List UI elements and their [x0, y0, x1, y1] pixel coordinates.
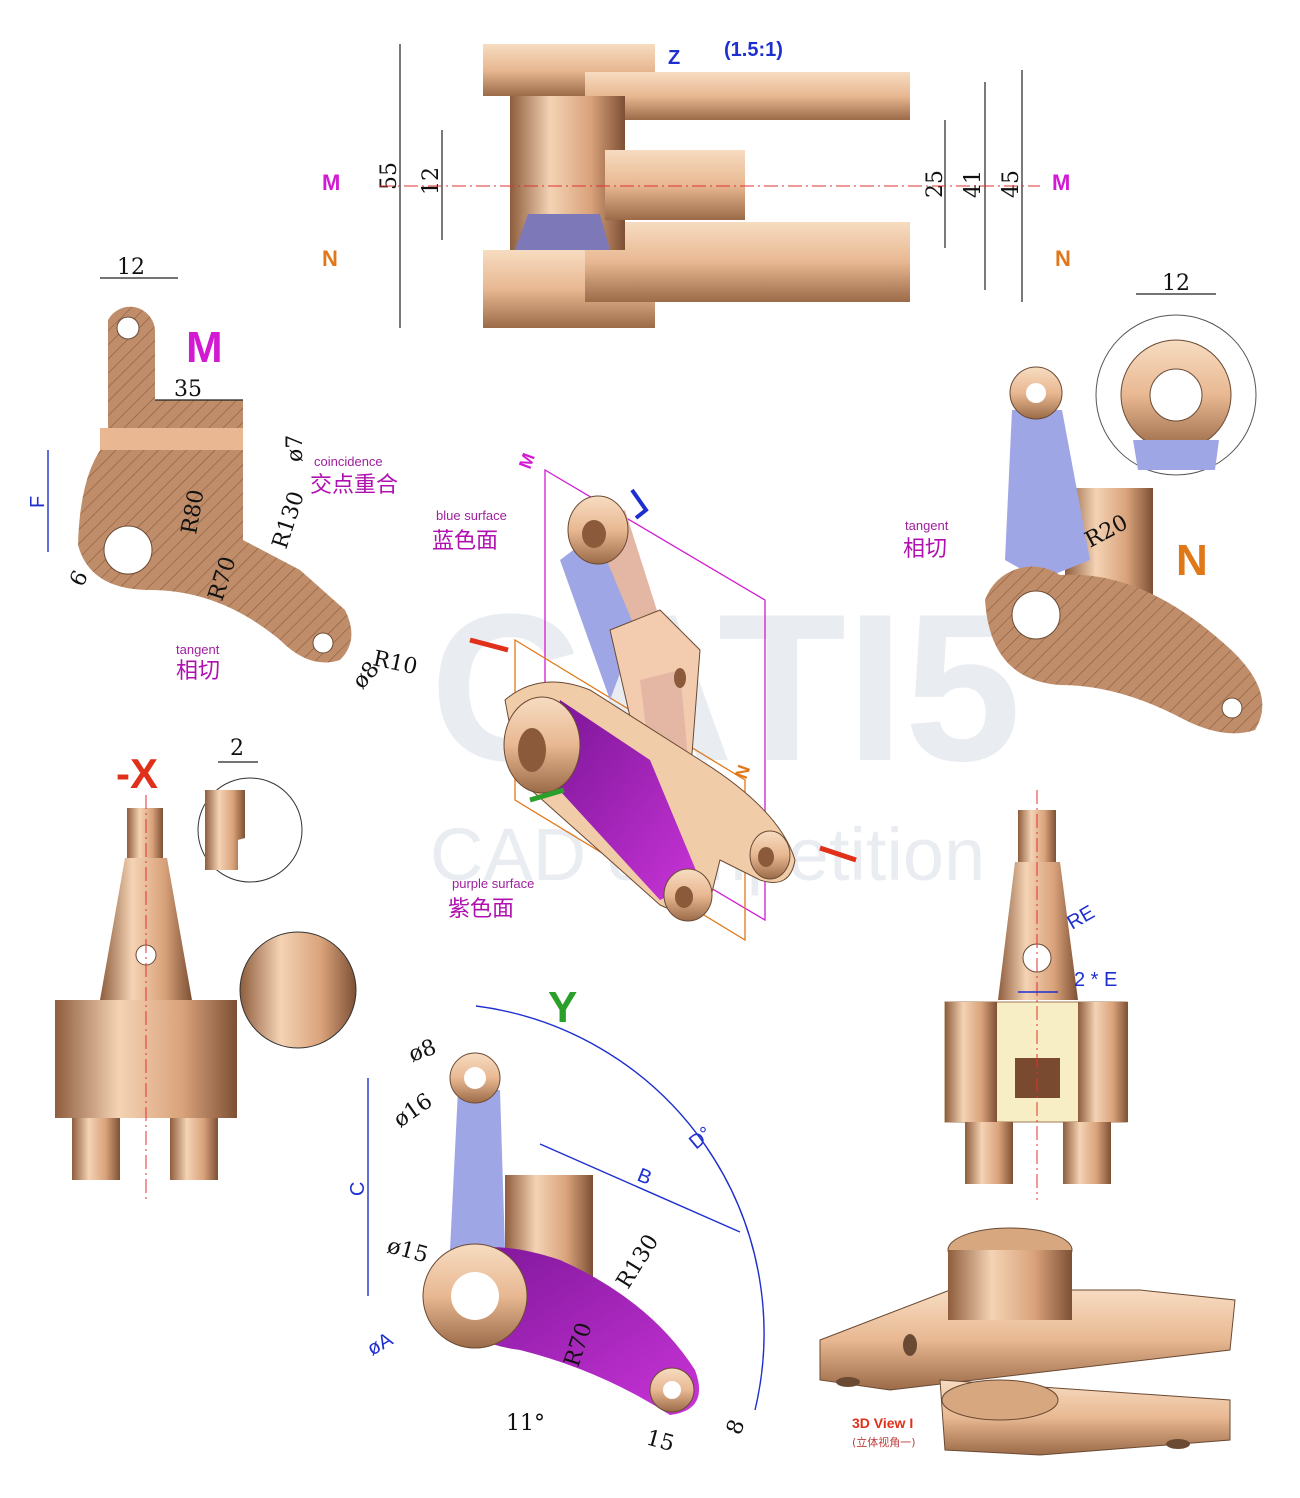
y-dim-r130: R130	[612, 1230, 664, 1293]
iso-plane-n-label: N	[731, 762, 754, 781]
y-dim-phia: øA	[364, 1328, 398, 1360]
z-section-m-right: M	[1052, 170, 1070, 195]
view-m: M 12 35 ø7 F R80 R130 R70 6 R10 ø8 coinc…	[27, 255, 420, 694]
y-dim-11deg: 11°	[506, 1411, 545, 1436]
iso-purple-surface	[550, 700, 700, 900]
iso-blue-en: blue surface	[436, 508, 507, 523]
m-tangent-en: tangent	[176, 642, 220, 657]
m-dim-35: 35	[174, 377, 202, 402]
z-top-arm	[585, 72, 910, 120]
m-end-hole	[312, 632, 334, 654]
m-coincidence-en: coincidence	[314, 454, 383, 469]
iso-axis-x2-icon	[819, 845, 857, 863]
m-dim-phi7: ø7	[283, 435, 308, 462]
view-3d: 3D View I (立体视角一)	[819, 1227, 1236, 1456]
view-x-label: -X	[116, 750, 158, 797]
z-dim-41: 41	[961, 170, 986, 198]
m-top-hole	[116, 316, 140, 340]
y-blue-arm	[450, 1090, 505, 1250]
n-tangent-zh: 相切	[903, 537, 947, 562]
n-blue-arm	[1005, 410, 1090, 580]
view-z-scale: (1.5:1)	[724, 39, 783, 61]
iso-axis-z-icon	[630, 488, 649, 520]
iso-axis-x-icon	[469, 637, 509, 653]
y-dim-phi15: ø15	[384, 1234, 430, 1269]
iso-purple-en: purple surface	[452, 876, 534, 891]
m-main-hole	[103, 525, 153, 575]
m-coincidence-zh: 交点重合	[310, 473, 398, 498]
view-z-label: Z	[668, 47, 680, 69]
y-dim-c: C	[347, 1182, 369, 1196]
m-dim-6: 6	[65, 567, 94, 591]
iso-plane-m-label: M	[515, 450, 539, 471]
view-iso: M N blue surface 蓝色面 purple surface 紫色面	[432, 450, 857, 942]
m-dim-12: 12	[117, 255, 145, 280]
z-dim-55: 55	[377, 162, 402, 190]
view-side: RE 2 * E	[944, 790, 1128, 1200]
m-dim-f: F	[27, 496, 49, 508]
z-section-m-left: M	[322, 170, 340, 195]
z-bottom-arm	[585, 222, 910, 302]
view-z: Z (1.5:1) 55 12 25 41 45 M M N N	[322, 39, 1071, 328]
y-dim-phi16: ø16	[389, 1089, 437, 1133]
m-slot	[100, 428, 243, 450]
y-dim-15: 15	[643, 1426, 677, 1457]
z-dim-12: 12	[419, 167, 444, 195]
view-x: -X 2	[55, 736, 357, 1200]
z-dim-25: 25	[923, 170, 948, 198]
view-y: Y ø8 ø16 C ø15 øA R70 R130 B D° 11° 15 8	[347, 983, 765, 1457]
n-tangent-en: tangent	[905, 518, 949, 533]
m-section-body	[78, 306, 352, 663]
z-dim-45: 45	[999, 170, 1024, 198]
iso-purple-zh: 紫色面	[448, 897, 514, 922]
y-dim-d: D°	[685, 1123, 716, 1154]
x-dim-2: 2	[230, 736, 244, 761]
iso-blue-zh: 蓝色面	[432, 529, 498, 554]
n-top-hole	[1026, 383, 1046, 403]
view-y-label: Y	[548, 983, 577, 1032]
n-dim-12: 12	[1162, 271, 1190, 296]
z-section-n-left: N	[322, 246, 338, 271]
z-pin	[605, 150, 745, 220]
3d-view-sub: (立体视角一)	[852, 1435, 916, 1449]
m-tangent-zh: 相切	[176, 659, 220, 684]
iso-axis-y-icon	[529, 787, 565, 803]
n-section-body	[985, 566, 1263, 734]
view-m-label: M	[186, 323, 223, 372]
side-arm	[998, 862, 1078, 1000]
3d-view-label: 3D View I	[852, 1415, 913, 1431]
side-dim-2e: 2 * E	[1074, 969, 1117, 991]
z-section-n-right: N	[1055, 246, 1071, 271]
y-dim-b: B	[634, 1164, 655, 1189]
n-end-hole	[1221, 697, 1243, 719]
view-n-label: N	[1176, 536, 1208, 585]
y-arc-d	[475, 1005, 765, 1411]
view-n: 12 R20 N tangent 相切	[903, 271, 1263, 734]
n-main-hole	[1011, 590, 1061, 640]
z-blue-surface	[515, 214, 610, 250]
y-dim-8: 8	[722, 1416, 750, 1438]
x-detail-2	[239, 931, 357, 1049]
m-dim-r130: R130	[268, 488, 310, 551]
y-dim-phi8: ø8	[406, 1035, 440, 1068]
